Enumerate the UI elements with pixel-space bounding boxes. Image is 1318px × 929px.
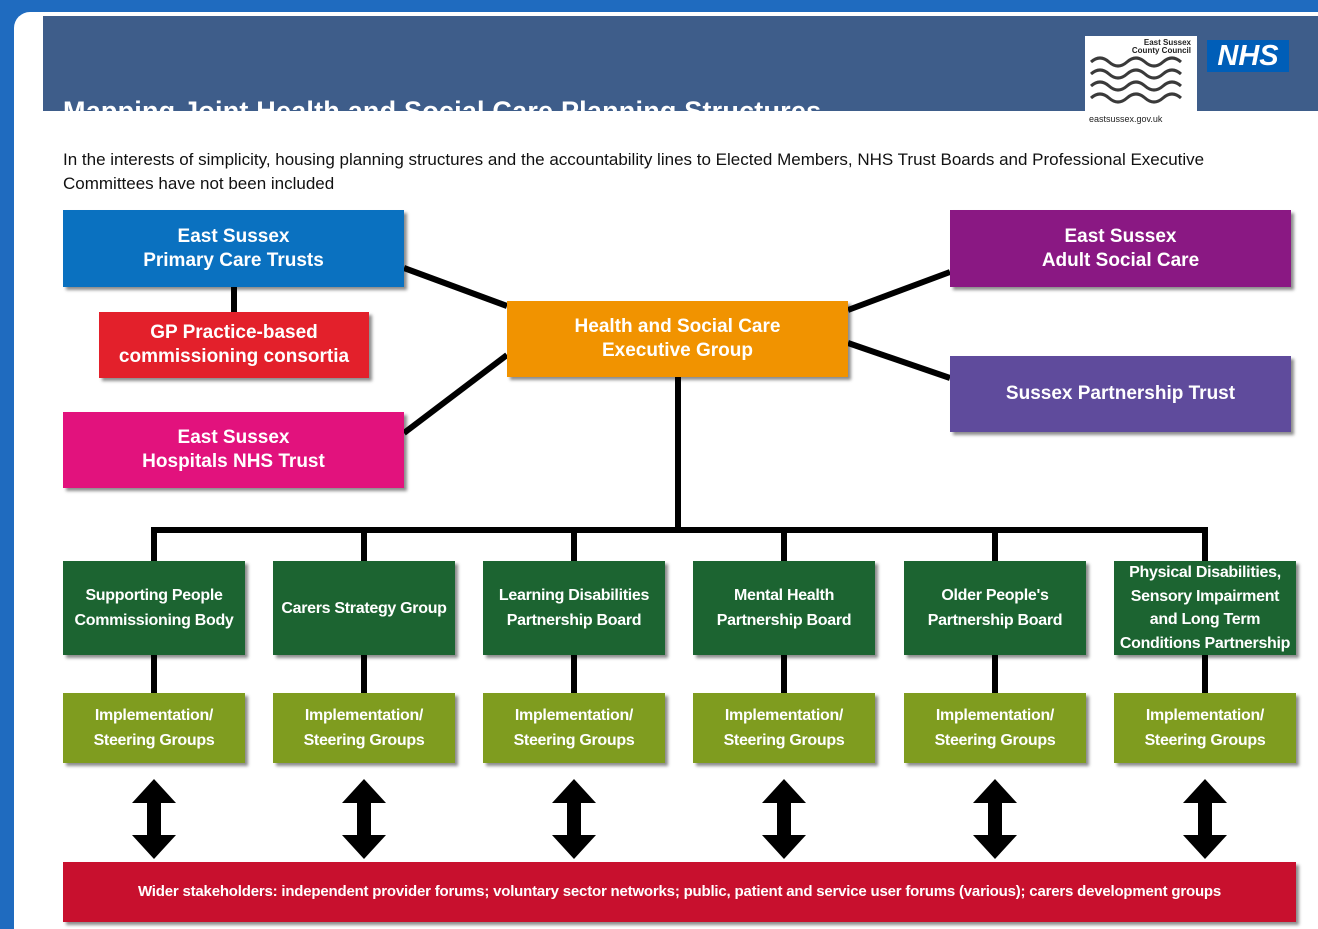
board-physical-disabilities: Physical Disabilities, Sensory Impairmen…: [1114, 561, 1296, 655]
steering-group-2: Implementation/ Steering Groups: [273, 693, 455, 763]
steering-group-4: Implementation/ Steering Groups: [693, 693, 875, 763]
board-older-people: Older People's Partnership Board: [904, 561, 1086, 655]
executive-spt-line: [847, 340, 951, 381]
board-mental-health: Mental Health Partnership Board: [693, 561, 875, 655]
double-arrow-icon: [552, 779, 596, 859]
board-learning-disabilities: Learning Disabilities Partnership Board: [483, 561, 665, 655]
node-gp-consortia: GP Practice-based commissioning consorti…: [99, 312, 369, 378]
double-arrow-icon: [132, 779, 176, 859]
double-arrow-icon: [973, 779, 1017, 859]
node-sussex-partnership-trust: Sussex Partnership Trust: [950, 356, 1291, 432]
steering-links: [151, 655, 1208, 693]
page-title: Mapping Joint Health and Social Care Pla…: [63, 96, 822, 126]
intro-text: In the interests of simplicity, housing …: [63, 150, 1205, 193]
steering-group-1: Implementation/ Steering Groups: [63, 693, 245, 763]
node-adult-social-care: East Sussex Adult Social Care: [950, 210, 1291, 287]
steering-group-5: Implementation/ Steering Groups: [904, 693, 1086, 763]
double-arrow-icon: [762, 779, 806, 859]
board-drops: [151, 527, 1208, 561]
node-hospitals-trust: East Sussex Hospitals NHS Trust: [63, 412, 404, 488]
board-carers-strategy: Carers Strategy Group: [273, 561, 455, 655]
steering-group-6: Implementation/ Steering Groups: [1114, 693, 1296, 763]
logo-council-name: East Sussex County Council: [1131, 38, 1191, 55]
hospitals-executive-line: [402, 352, 509, 436]
node-executive-group: Health and Social Care Executive Group: [507, 301, 848, 377]
executive-asc-line: [846, 269, 952, 313]
node-primary-care-trusts: East Sussex Primary Care Trusts: [63, 210, 404, 287]
nhs-logo: NHS: [1207, 40, 1289, 72]
board-supporting-people: Supporting People Commissioning Body: [63, 561, 245, 655]
wider-stakeholders-bar: Wider stakeholders: independent provider…: [63, 862, 1296, 922]
double-arrow-icon: [342, 779, 386, 859]
double-arrow-icon: [1183, 779, 1227, 859]
pct-executive-line: [402, 265, 509, 309]
steering-group-3: Implementation/ Steering Groups: [483, 693, 665, 763]
logo-url: eastsussex.gov.uk: [1089, 114, 1163, 124]
east-sussex-logo: East Sussex County Council eastsussex.go…: [1085, 36, 1197, 128]
waves-icon: [1090, 56, 1182, 104]
